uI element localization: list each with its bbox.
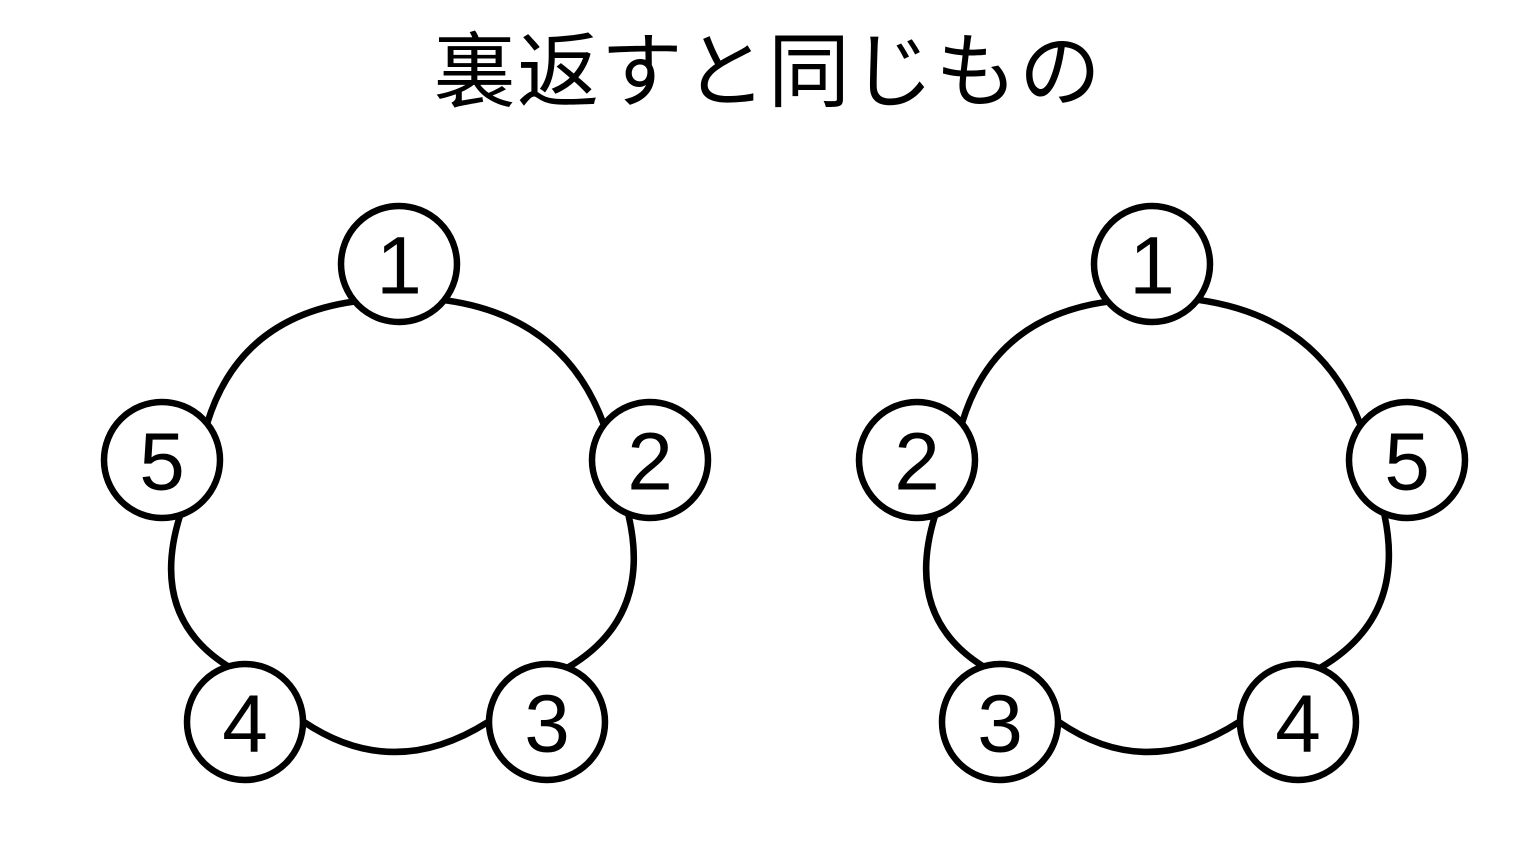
graph-edge	[1195, 296, 1364, 428]
graph-edge	[167, 512, 231, 670]
graph-node-3[interactable]: 3	[938, 660, 1062, 784]
node-label: 4	[222, 679, 268, 770]
right-cycle-graph-nodes: 1 5 4 3 2	[855, 202, 1469, 784]
node-circle	[938, 660, 1062, 784]
graph-edge	[300, 718, 492, 756]
node-circle	[855, 398, 979, 522]
node-circle	[485, 660, 609, 784]
graph-node-1[interactable]: 1	[1090, 202, 1214, 326]
node-label: 2	[627, 417, 673, 508]
node-circle	[1236, 660, 1360, 784]
node-circle	[1090, 202, 1214, 326]
node-circle	[100, 398, 224, 522]
node-circle	[588, 398, 712, 522]
node-label: 4	[1275, 679, 1321, 770]
left-cycle-graph-nodes: 1 2 3 4 5	[100, 202, 712, 784]
graph-edge	[922, 512, 986, 670]
node-label: 2	[894, 417, 940, 508]
graph-node-2[interactable]: 2	[855, 398, 979, 522]
graph-node-2[interactable]: 2	[588, 398, 712, 522]
graph-node-1[interactable]: 1	[337, 202, 461, 326]
graph-edge	[565, 511, 638, 671]
graph-node-4[interactable]: 4	[1236, 660, 1360, 784]
graph-node-5[interactable]: 5	[1345, 398, 1469, 522]
page-title: 裏返すと同じもの	[433, 25, 1103, 120]
graph-node-5[interactable]: 5	[100, 398, 224, 522]
node-label: 1	[376, 221, 422, 312]
graph-edge	[204, 298, 357, 426]
node-label: 5	[1384, 417, 1430, 508]
graph-edge	[1317, 511, 1393, 671]
graph-edge	[959, 298, 1110, 426]
node-circle	[1345, 398, 1469, 522]
left-cycle-graph-edges	[167, 297, 638, 756]
graph-edge	[442, 297, 607, 427]
right-cycle-graph-edges	[922, 296, 1393, 756]
graph-node-3[interactable]: 3	[485, 660, 609, 784]
graph-node-4[interactable]: 4	[183, 660, 307, 784]
node-circle	[183, 660, 307, 784]
node-circle	[337, 202, 461, 326]
graph-edge	[1055, 718, 1243, 756]
node-label: 5	[139, 417, 185, 508]
node-label: 1	[1129, 221, 1175, 312]
node-label: 3	[977, 679, 1023, 770]
node-label: 3	[524, 679, 570, 770]
